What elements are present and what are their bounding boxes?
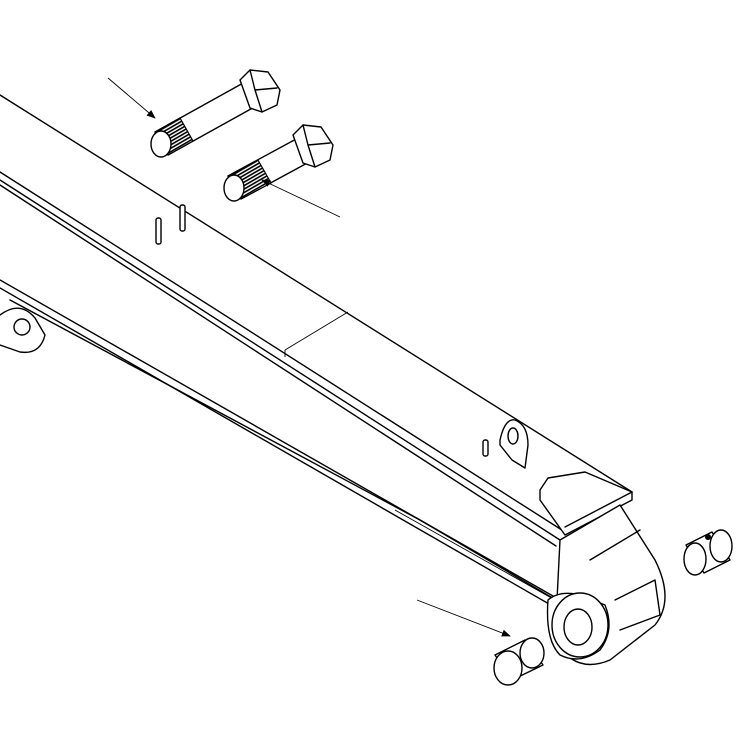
boom <box>0 94 666 666</box>
bolt-upper <box>150 69 281 158</box>
pin-bottom <box>493 637 545 686</box>
roll-pins <box>155 204 489 457</box>
leader-lines <box>107 77 511 637</box>
lug <box>499 419 529 469</box>
pin-right <box>683 529 733 576</box>
bolt-lower <box>223 124 334 202</box>
